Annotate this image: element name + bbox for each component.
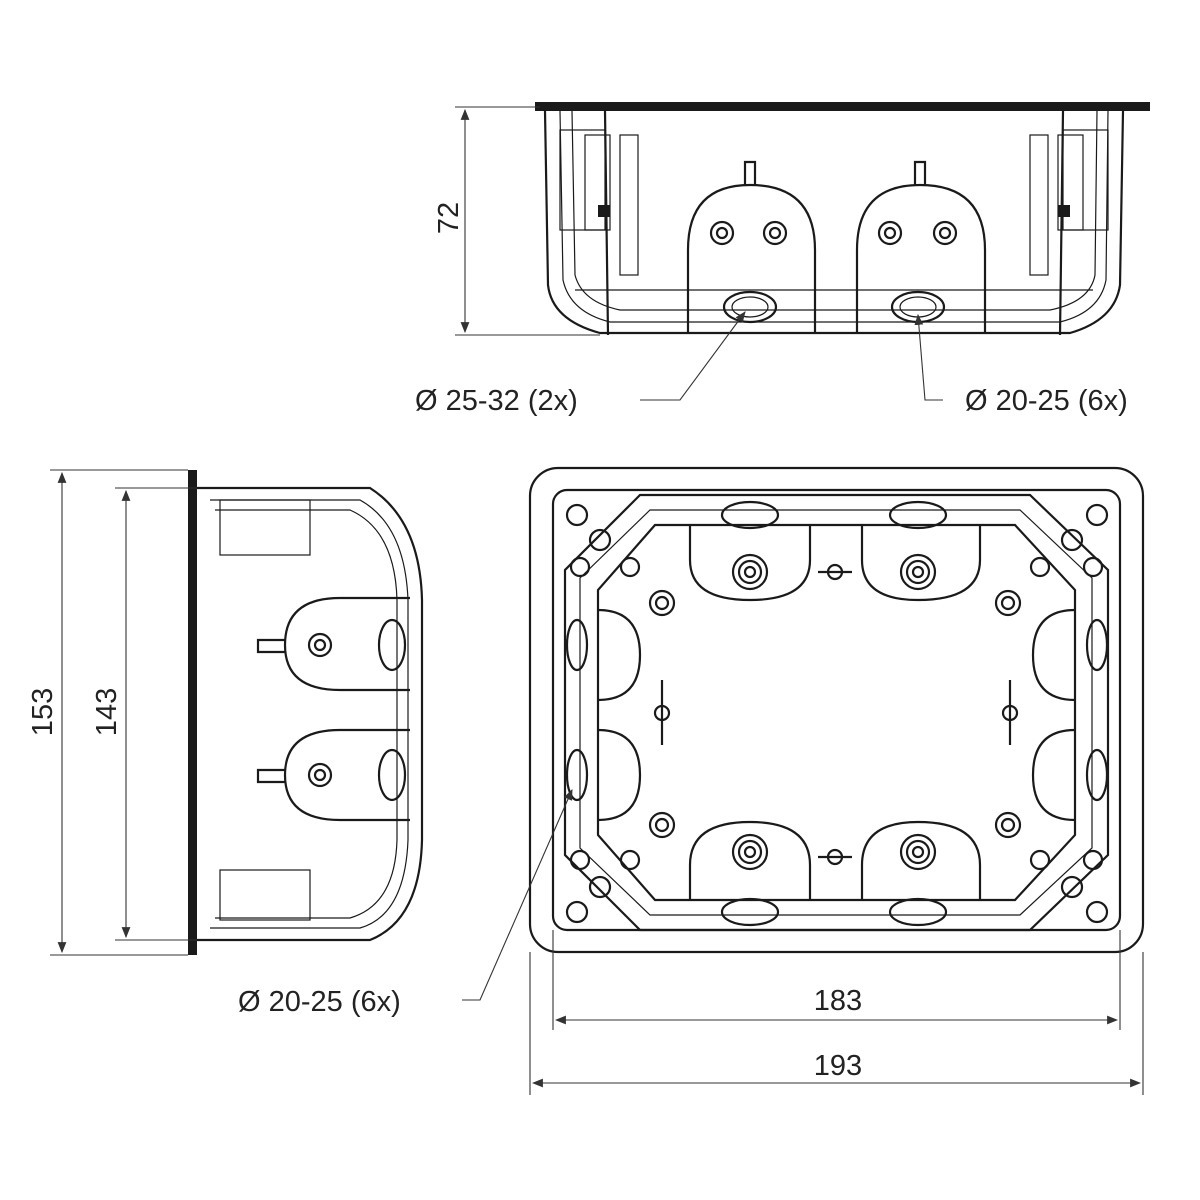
dimension-153: 153 bbox=[27, 469, 188, 956]
dimension-72: 72 bbox=[433, 106, 600, 336]
callout-large-knockout: Ø 25-32 (2x) bbox=[415, 385, 578, 417]
callout-small-knockout-top: Ø 20-25 (6x) bbox=[965, 385, 1128, 417]
side-knockout-upper bbox=[256, 596, 410, 692]
outer-frame bbox=[528, 466, 1145, 954]
box-body bbox=[543, 110, 1125, 335]
dimension-label-193: 193 bbox=[814, 1050, 862, 1082]
side-view: 153 143 bbox=[27, 469, 424, 956]
dimension-183: 183 bbox=[552, 930, 1121, 1030]
right-clip bbox=[1029, 110, 1109, 336]
knockout-tab-right bbox=[855, 160, 987, 333]
dimension-label-153: 153 bbox=[27, 688, 59, 736]
large-knockout-left bbox=[722, 290, 778, 324]
dimension-143: 143 bbox=[91, 487, 197, 941]
side-flange bbox=[188, 470, 197, 955]
dimension-label-183: 183 bbox=[814, 985, 862, 1017]
grommets bbox=[731, 553, 937, 871]
dimension-193: 193 bbox=[529, 952, 1144, 1095]
knockout-tab-left bbox=[686, 160, 817, 333]
side-knockout-lower bbox=[256, 728, 410, 822]
callout-small-knockout-bottom: Ø 20-25 (6x) bbox=[238, 986, 401, 1018]
dimension-label-72: 72 bbox=[433, 202, 465, 234]
dimension-label-143: 143 bbox=[91, 688, 123, 736]
mounting-flange bbox=[535, 102, 1150, 111]
screw-bosses bbox=[565, 503, 1109, 924]
left-clip bbox=[559, 110, 639, 336]
side-elevation-view: 72 Ø 25-32 (2x) Ø 20-25 (6x) bbox=[415, 102, 1150, 417]
side-body bbox=[197, 486, 424, 942]
center-keyholes bbox=[653, 563, 1019, 866]
front-view: 183 193 Ø 20-25 (6x) bbox=[238, 466, 1145, 1095]
